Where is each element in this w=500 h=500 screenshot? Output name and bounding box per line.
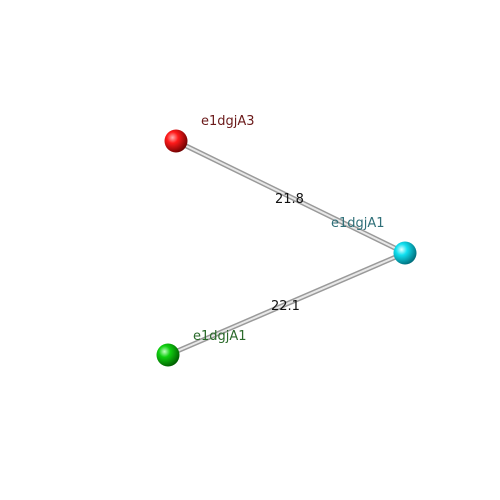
node-cyan[interactable]	[393, 241, 417, 265]
edge-label-green-cyan: 22.1	[271, 299, 300, 314]
edge-red-cyan	[173, 138, 408, 256]
node-label-green: e1dgjA1	[193, 329, 247, 344]
node-green[interactable]	[156, 343, 180, 367]
node-red[interactable]	[164, 129, 188, 153]
edge-label-red-cyan: 21.8	[275, 192, 304, 207]
node-label-red: e1dgjA3	[201, 114, 255, 129]
edge-green-cyan	[165, 250, 408, 358]
node-label-cyan: e1dgjA1	[331, 216, 385, 231]
